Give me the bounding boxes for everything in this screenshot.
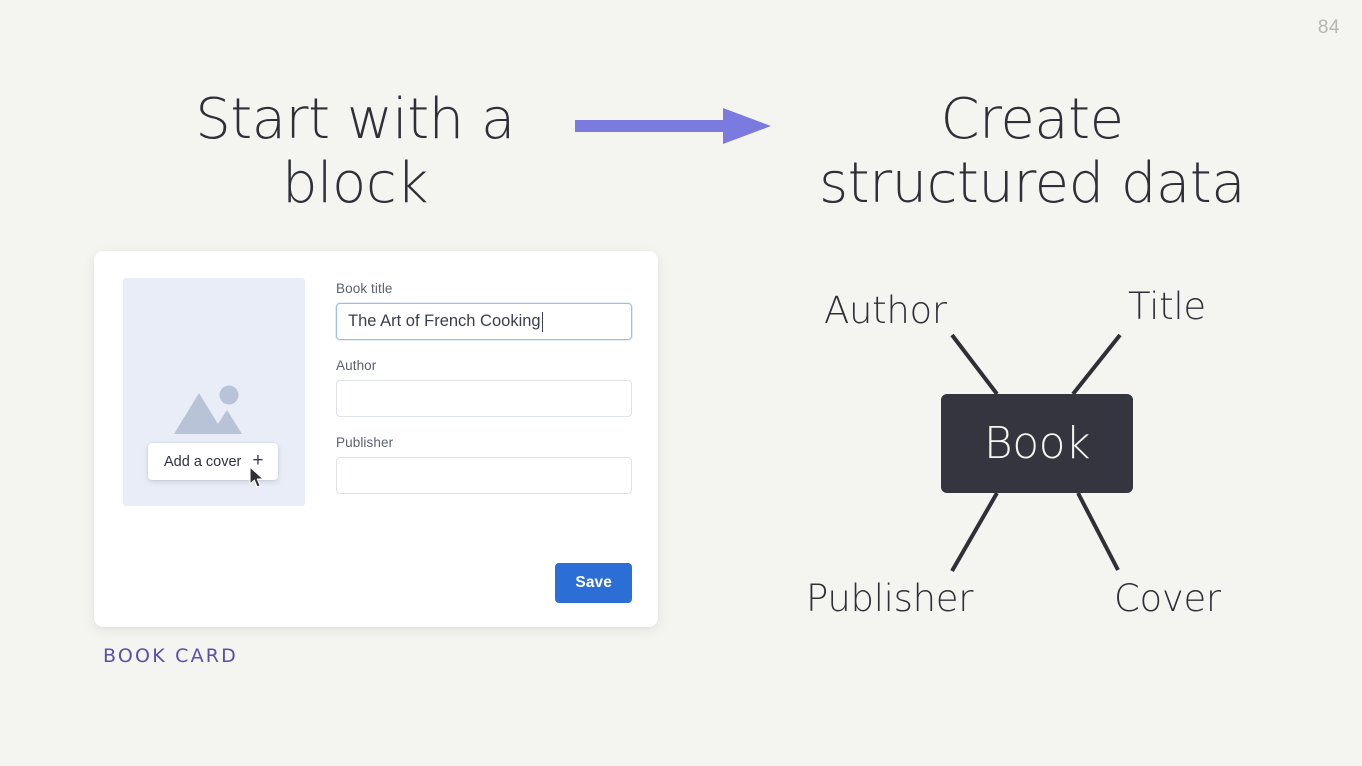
cover-upload-area[interactable]: Add a cover + xyxy=(123,278,305,506)
page-number: 84 xyxy=(1317,17,1340,38)
book-form: Book title The Art of French Cooking Aut… xyxy=(336,281,632,494)
plus-icon: + xyxy=(252,450,264,471)
add-cover-button[interactable]: Add a cover + xyxy=(148,443,278,480)
diagram-center-node-book: Book xyxy=(941,394,1133,493)
add-cover-label: Add a cover xyxy=(164,453,242,470)
field-publisher: Publisher xyxy=(336,435,632,494)
field-author: Author xyxy=(336,358,632,417)
image-placeholder-icon xyxy=(172,382,256,443)
diagram-node-publisher: Publisher xyxy=(806,577,974,620)
book-card: Add a cover + Book title The Art of Fren… xyxy=(94,251,658,627)
card-actions: Save xyxy=(336,563,632,603)
diagram-connector-lines xyxy=(950,333,1122,572)
diagram-node-cover: Cover xyxy=(1114,577,1221,620)
right-arrow-icon xyxy=(571,104,776,148)
input-book-title-value: The Art of French Cooking xyxy=(348,312,541,330)
input-publisher[interactable] xyxy=(336,457,632,494)
structured-data-diagram: Author Title Publisher Cover Book xyxy=(780,270,1280,650)
diagram-center-node-label: Book xyxy=(983,418,1091,469)
label-book-title: Book title xyxy=(336,281,393,296)
book-card-caption: BOOK CARD xyxy=(103,645,239,667)
diagram-node-title: Title xyxy=(1128,285,1206,328)
input-book-title[interactable]: The Art of French Cooking xyxy=(336,303,632,340)
save-button[interactable]: Save xyxy=(555,563,632,603)
heading-right: Create structured data xyxy=(818,87,1246,216)
label-author: Author xyxy=(336,358,377,373)
input-author[interactable] xyxy=(336,380,632,417)
heading-left: Start with a block xyxy=(195,87,515,216)
field-book-title: Book title The Art of French Cooking xyxy=(336,281,632,340)
label-publisher: Publisher xyxy=(336,435,394,450)
text-caret xyxy=(541,311,544,332)
diagram-node-author: Author xyxy=(824,289,947,332)
